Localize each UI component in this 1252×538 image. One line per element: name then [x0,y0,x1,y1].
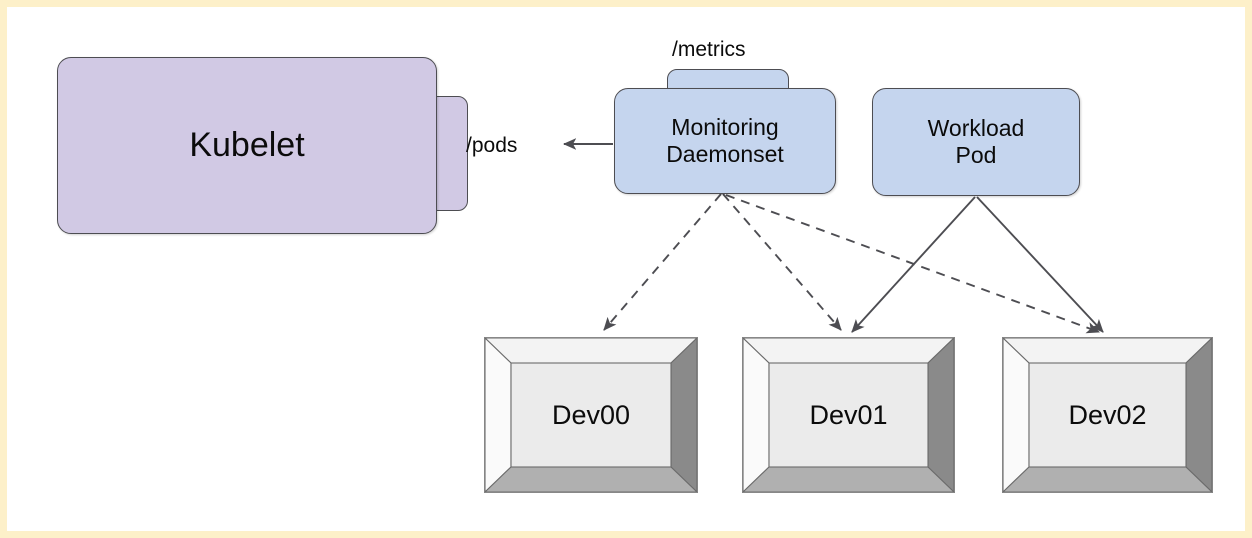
edge-daemonset-to-dev01 [722,193,842,331]
edge-workload-to-dev02 [976,196,1104,333]
port-label-pods: /pods [466,134,518,157]
edge-daemonset-to-dev00 [603,193,722,331]
diagram-surface: Kubelet /pods /metrics Monitoring Daemon… [7,7,1245,531]
edge-daemonset-to-dev02 [725,194,1100,334]
node-monitoring-daemonset-label-line1: Monitoring [671,113,779,140]
node-dev01[interactable]: Dev01 [742,337,955,493]
dev00-3d-frame [484,337,698,493]
node-kubelet-label: Kubelet [189,126,305,165]
node-dev00[interactable]: Dev00 [484,337,698,493]
node-monitoring-daemonset[interactable]: Monitoring Daemonset [614,88,836,194]
node-workload-pod-label-line1: Workload [927,114,1025,141]
node-monitoring-daemonset-label-line2: Daemonset [666,141,784,167]
edge-workload-to-dev01 [851,196,976,333]
node-dev02[interactable]: Dev02 [1002,337,1213,493]
node-kubelet[interactable]: Kubelet [57,57,437,234]
dev02-3d-frame [1002,337,1213,493]
node-workload-pod[interactable]: Workload Pod [872,88,1080,196]
port-label-metrics: /metrics [672,38,746,61]
dev01-3d-frame [742,337,955,493]
node-workload-pod-label-line2: Pod [955,142,997,168]
